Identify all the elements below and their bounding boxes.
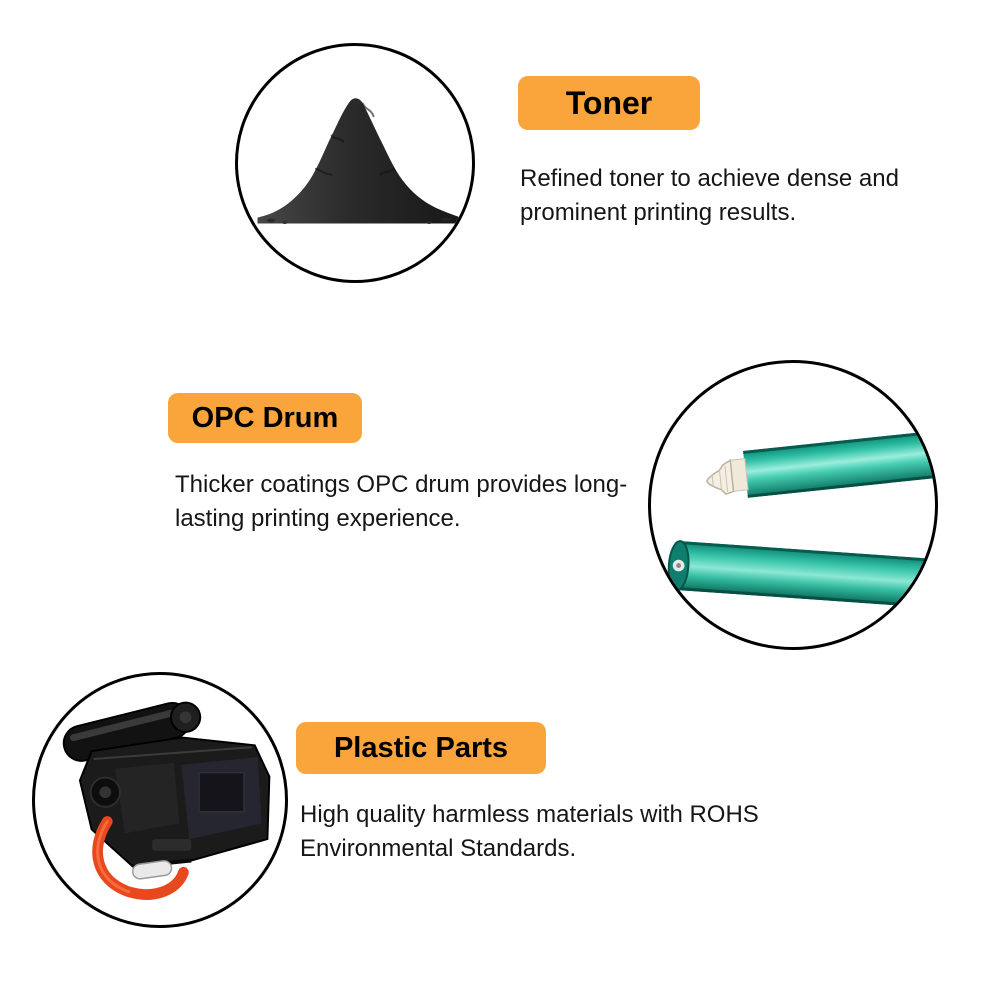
toner-title: Toner — [565, 84, 653, 121]
cartridge-roller — [62, 701, 202, 762]
toner-title-badge: Toner — [518, 76, 700, 130]
cartridge-photo-circle — [32, 672, 288, 928]
toner-powder-pile-icon — [257, 98, 459, 224]
toner-photo-circle — [235, 43, 475, 283]
plastic-parts-description: High quality harmless materials with ROH… — [300, 801, 759, 863]
toner-description: Refined toner to achieve dense and promi… — [520, 165, 899, 227]
opc-drum-description: Thicker coatings OPC drum provides long-… — [175, 471, 628, 533]
opc-drum-cylinders-icon — [667, 429, 935, 609]
upper-drum — [705, 429, 935, 498]
opc-drum-title: OPC Drum — [191, 401, 339, 434]
plastic-parts-title: Plastic Parts — [333, 731, 509, 764]
opc-drum-photo-circle — [648, 360, 938, 650]
drum-gear-cone — [705, 458, 735, 496]
opc-drum-title-badge: OPC Drum — [168, 393, 362, 443]
toner-cartridge-icon — [62, 701, 271, 900]
plastic-parts-title-badge: Plastic Parts — [296, 722, 546, 774]
lower-drum — [667, 540, 935, 609]
